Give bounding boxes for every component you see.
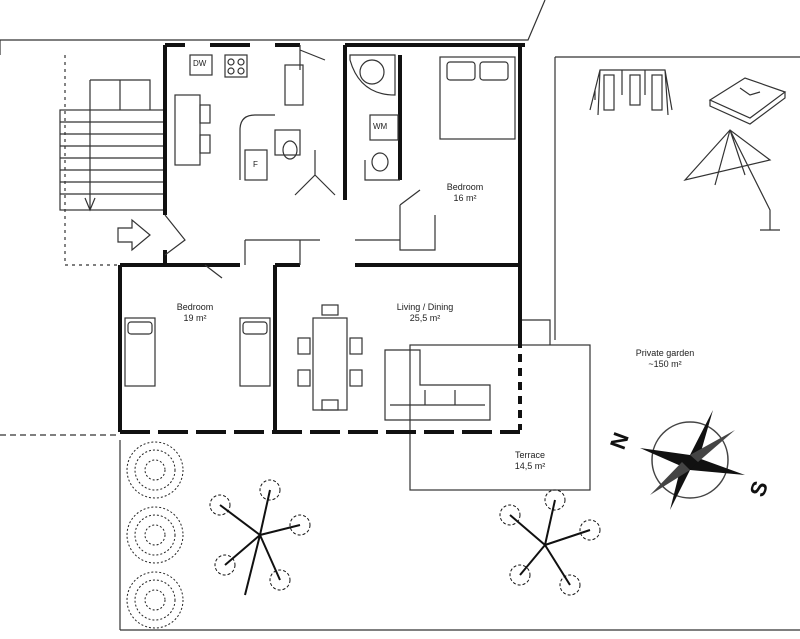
dining-table: [312, 317, 348, 411]
washing-machine: [369, 114, 399, 141]
compass-rose-icon: [640, 410, 745, 510]
walls: [118, 43, 525, 434]
room-label-terrace: Terrace 14,5 m²: [495, 450, 565, 472]
room-name: Living / Dining: [396, 302, 454, 312]
dishwasher: [189, 54, 213, 76]
washing-machine-label: WM: [373, 122, 388, 131]
room-area: ~150 m²: [648, 359, 682, 369]
corner-bath: [349, 54, 396, 96]
double-bed: [439, 56, 516, 140]
stove: [224, 54, 248, 78]
room-area: 19 m²: [183, 313, 207, 323]
room-name: Bedroom: [176, 302, 214, 312]
parasol: [683, 129, 780, 231]
trees: [209, 479, 601, 596]
fridge-label: F: [253, 160, 258, 169]
terrace-outline: [409, 344, 591, 491]
kitchen-table: [174, 94, 201, 166]
sofa: [384, 349, 491, 421]
room-area: 25,5 m²: [409, 313, 441, 323]
fridge: [244, 149, 268, 181]
room-label-bedroom-16: Bedroom 16 m²: [430, 182, 500, 204]
room-area: 16 m²: [453, 193, 477, 203]
single-bed: [124, 317, 156, 387]
room-area: 14,5 m²: [514, 461, 546, 471]
staircase: [59, 55, 166, 266]
swing-set: [589, 69, 673, 116]
single-bed: [239, 317, 271, 387]
room-label-living: Living / Dining 25,5 m²: [375, 302, 475, 324]
sink: [284, 64, 304, 106]
toilet: [282, 140, 298, 160]
dishwasher-label: DW: [193, 59, 207, 68]
room-name: Bedroom: [446, 182, 484, 192]
site-boundary: [0, 0, 546, 41]
room-name: Private garden: [635, 348, 695, 358]
sandbox: [708, 77, 787, 125]
room-name: Terrace: [514, 450, 545, 460]
room-label-bedroom-19: Bedroom 19 m²: [160, 302, 230, 324]
entrance-arrow-icon: [117, 218, 151, 252]
room-label-garden: Private garden ~150 m²: [620, 348, 710, 370]
shrubs: [126, 441, 184, 629]
